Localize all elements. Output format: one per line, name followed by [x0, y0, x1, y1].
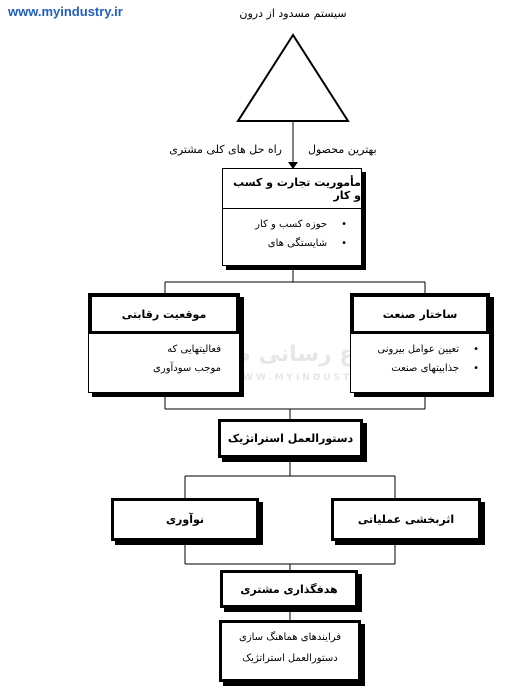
strategy-box: دستورالعمل استراتژیک: [218, 419, 363, 458]
innovation-box: نوآوری: [111, 498, 259, 541]
mission-bullets: حوزه کسب و کار شایستگی های: [223, 209, 361, 253]
header-label: سیستم مسدود از درون: [239, 7, 347, 20]
industry-box: ساختار صنعت تعیین عوامل بیرونی جذابیتهای…: [350, 293, 490, 393]
process-line-1: فرایندهای هماهنگ سازی: [238, 632, 342, 643]
site-url: www.myindustry.ir: [8, 4, 123, 19]
right-top-label: بهترین محصول: [308, 143, 377, 156]
mission-bullet-1: حوزه کسب و کار: [223, 215, 347, 234]
mission-bullet-2: شایستگی های: [223, 234, 347, 253]
industry-bullet-2: جذابیتهای صنعت: [351, 359, 479, 378]
process-box: فرایندهای هماهنگ سازی دستورالعمل استراتژ…: [219, 620, 361, 682]
target-box: هدفگذاری مشتری: [220, 570, 358, 608]
mission-box: مأموریت تجارت و کسب و کار حوزه کسب و کار…: [222, 168, 362, 266]
mission-title: مأموریت تجارت و کسب و کار: [223, 169, 361, 209]
arrow-down-icon: [288, 162, 298, 169]
competitive-line-2: موجب سودآوری: [153, 363, 221, 374]
process-line-2: دستورالعمل استراتژیک: [242, 653, 338, 664]
industry-bullet-1: تعیین عوامل بیرونی: [351, 340, 479, 359]
industry-title: ساختار صنعت: [351, 294, 489, 334]
competitive-lines: فعالیتهایی که موجب سودآوری: [89, 334, 239, 378]
operational-box: اثربخشی عملیاتی: [331, 498, 481, 541]
competitive-line-1: فعالیتهایی که: [167, 344, 221, 355]
competitive-title: موقعیت رقابتی: [89, 294, 239, 334]
competitive-box: موقعیت رقابتی فعالیتهایی که موجب سودآوری: [88, 293, 240, 393]
industry-bullets: تعیین عوامل بیرونی جذابیتهای صنعت: [351, 334, 489, 378]
left-top-label: راه حل های کلی مشتری: [169, 143, 282, 156]
triangle-shape: [236, 33, 350, 122]
watermark-url: WWW.MYINDUSTRY.IR: [230, 373, 393, 383]
